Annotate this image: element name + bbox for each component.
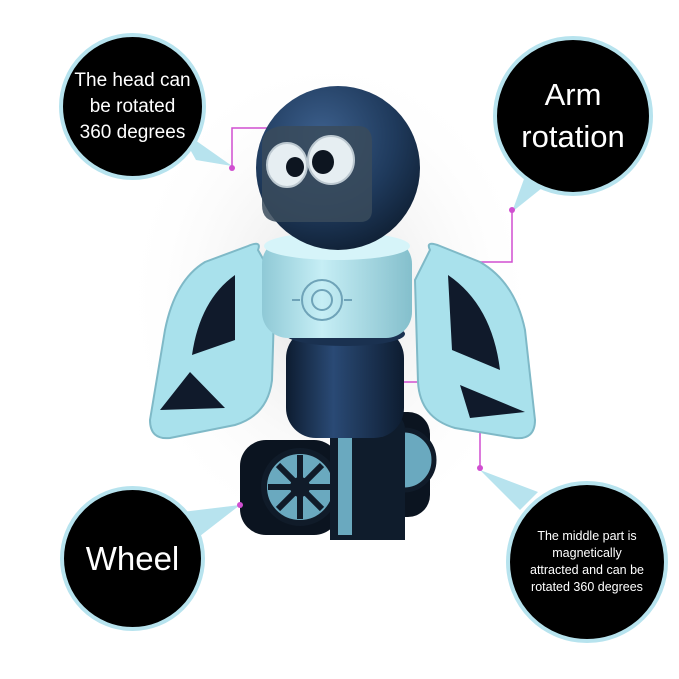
arm-left-pattern	[160, 275, 235, 410]
head-callout-text: The head can be rotated 360 degrees	[74, 69, 191, 143]
head-callout-dot	[229, 165, 235, 171]
eye-left-pupil	[286, 157, 304, 177]
arm-callout-bubble: Arm rotation	[493, 36, 653, 196]
torso-emblem	[292, 279, 352, 321]
wheel-assembly	[240, 412, 437, 540]
wheel-callout-bubble: Wheel	[60, 486, 205, 631]
arm-callout-dot	[509, 207, 515, 213]
middle-callout-text: The middle part is magnetically attracte…	[530, 529, 644, 594]
middle-body	[286, 328, 404, 438]
arm-callout-text: Arm rotation	[521, 77, 625, 154]
arm-right-pattern	[448, 275, 525, 418]
middle-bubble-pointer	[480, 470, 538, 510]
wheel-callout-text: Wheel	[85, 539, 180, 577]
tire-tread	[338, 420, 352, 535]
eye-right-pupil	[312, 150, 334, 174]
wheel-callout-dot	[237, 502, 243, 508]
middle-callout-dot	[477, 465, 483, 471]
head-callout-bubble: The head can be rotated 360 degrees	[59, 33, 206, 180]
middle-callout-bubble: The middle part is magnetically attracte…	[506, 481, 668, 643]
